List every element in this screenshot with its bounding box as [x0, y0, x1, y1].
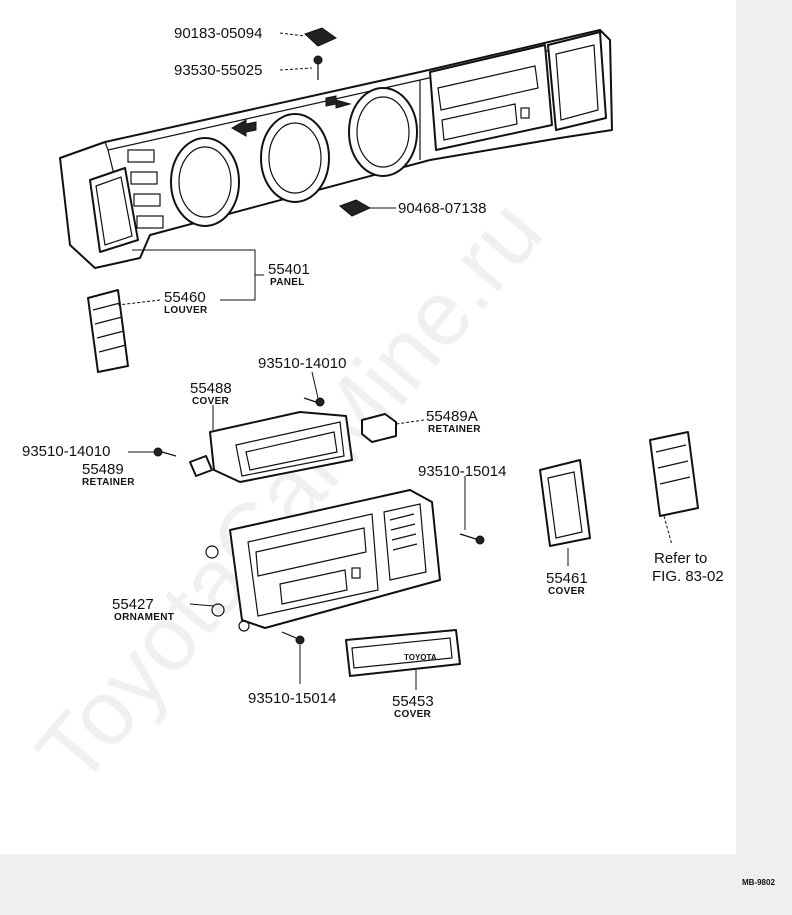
- label-90468-07138: 90468-07138: [398, 200, 486, 217]
- cover-55461-drawing: [539, 459, 591, 547]
- label-55453-name: COVER: [394, 709, 432, 720]
- louver-55460-drawing: [87, 289, 129, 373]
- retainer-55489a-drawing: [361, 413, 397, 443]
- ornament-55427-drawing: [205, 489, 441, 632]
- label-93510-14010-left: 93510-14010: [22, 443, 110, 460]
- label-93530-55025: 93530-55025: [174, 62, 262, 79]
- screw-93510d-drawing: [281, 631, 305, 645]
- label-55401-name: PANEL: [270, 277, 305, 288]
- label-55489a-name: RETAINER: [428, 424, 481, 435]
- clip-90183-drawing: [304, 27, 338, 47]
- label-55460-name: LOUVER: [164, 305, 208, 316]
- label-55489: 55489: [82, 461, 124, 478]
- label-55460: 55460: [164, 289, 206, 306]
- label-55488-name: COVER: [192, 396, 230, 407]
- label-55427-name: ORNAMENT: [114, 612, 174, 623]
- label-55427: 55427: [112, 596, 154, 613]
- label-93510-15014-bottom: 93510-15014: [248, 690, 336, 707]
- label-55453: 55453: [392, 693, 434, 710]
- label-55489a: 55489A: [426, 408, 478, 425]
- label-93510-14010-top: 93510-14010: [258, 355, 346, 372]
- retainer-55489-drawing: [189, 455, 213, 477]
- label-55489-name: RETAINER: [82, 477, 135, 488]
- labels: 90183-05094 93530-55025 90468-07138 5540…: [22, 25, 775, 887]
- label-93510-15014-right: 93510-15014: [418, 463, 506, 480]
- label-55488: 55488: [190, 380, 232, 397]
- screw-93530-drawing: [313, 55, 323, 80]
- label-55401: 55401: [268, 261, 310, 278]
- cover-55453-drawing: TOYOTA: [345, 629, 461, 677]
- label-55461-name: COVER: [548, 586, 586, 597]
- label-fig-83-02: FIG. 83-02: [652, 568, 724, 585]
- label-55461: 55461: [546, 570, 588, 587]
- label-90183-05094: 90183-05094: [174, 25, 262, 42]
- cover-55453-brand: TOYOTA: [404, 653, 437, 662]
- screw-93510c-drawing: [459, 533, 485, 545]
- diagram-code: MB-9802: [742, 878, 775, 887]
- leader-lines: [117, 32, 673, 690]
- panel-55401-drawing: [59, 29, 613, 269]
- cover-55488-drawing: [209, 411, 353, 483]
- screw-93510a-drawing: [303, 397, 325, 407]
- label-refer-to: Refer to: [654, 550, 707, 567]
- reference-plate-drawing: [649, 431, 699, 517]
